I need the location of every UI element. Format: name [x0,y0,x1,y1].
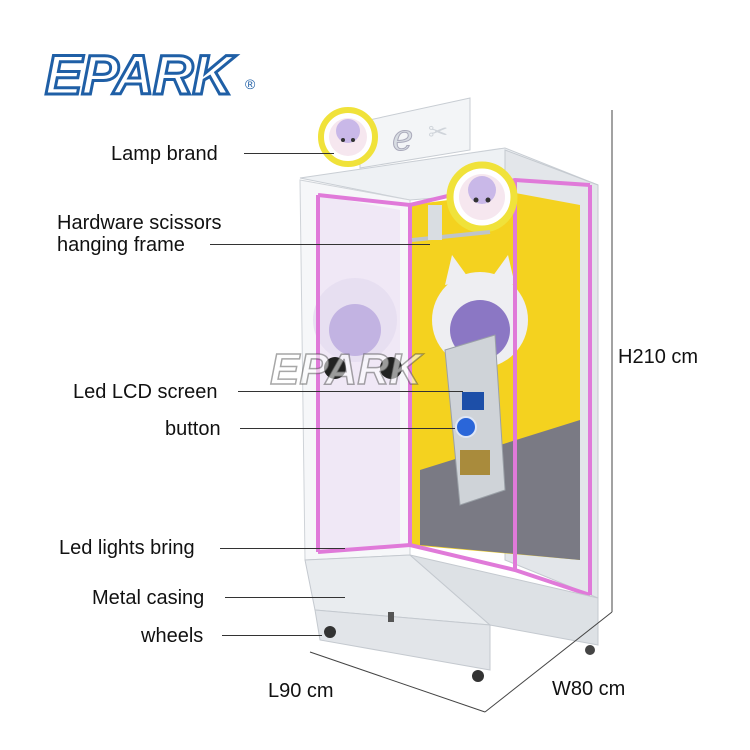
label-wheels: wheels [141,625,204,647]
brand-logo: EPARK ® [44,40,256,110]
label-lcd-screen: Led LCD screen [73,381,218,403]
label-led-lights: Led lights bring [59,537,195,559]
dimension-height: H210 cm [618,346,699,368]
watermark: EPARK [269,344,421,395]
length-line [309,651,486,713]
neon-frame-bottom [317,542,591,597]
key-lock [388,612,394,622]
brand-logo-text: EPARK [44,42,235,108]
width-line [484,611,613,713]
dimension-length: L90 cm [268,680,334,702]
metal-casing-bottom [314,609,491,671]
scissors-frame-bar [411,230,491,242]
leader-wheels [222,635,322,636]
wheel-back-right [585,645,595,655]
play-button [455,416,477,438]
wheel-front-right [472,670,484,682]
label-lamp-brand: Lamp brand [111,143,218,165]
dimension-width: W80 cm [552,678,626,700]
sign-scissors-glyph: ✂ [428,118,448,146]
lcd-screen [462,392,484,410]
registered-mark: ® [245,76,256,92]
sign-logo-glyph: e [392,118,413,159]
wheel-front-left [324,626,336,638]
leader-button [240,428,455,429]
leader-lamp-brand [244,153,334,154]
leader-metal-casing [225,597,345,598]
label-metal-casing: Metal casing [92,587,205,609]
label-scissors-frame: Hardware scissors hanging frame [57,212,222,256]
leader-scissors-frame [210,244,430,245]
leader-led-lights [220,548,345,549]
metal-casing-right [409,554,599,646]
leader-lcd-screen [238,391,463,392]
coin-slot [460,450,490,475]
label-button: button [165,418,221,440]
